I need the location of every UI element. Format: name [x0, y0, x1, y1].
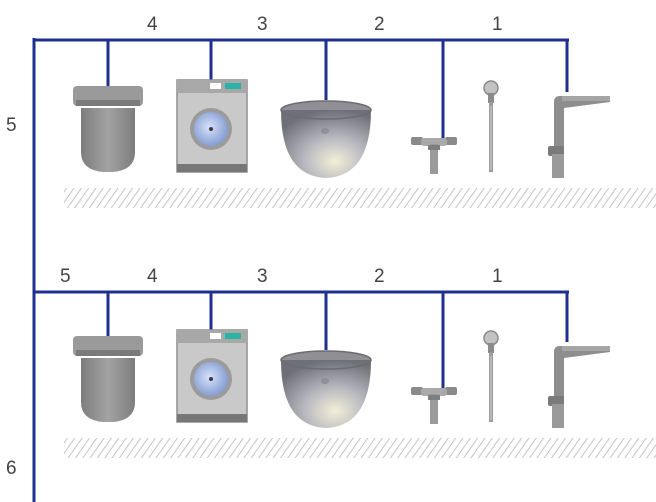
shower-mixer-icon — [411, 387, 457, 424]
washing-machine-icon — [176, 329, 248, 423]
riser-label: 5 — [6, 115, 17, 136]
segment-label: 2 — [374, 266, 385, 287]
segment-label: 2 — [374, 14, 385, 35]
segment-label: 5 — [60, 266, 71, 287]
floor-slab-lower — [64, 438, 656, 458]
segment-label: 1 — [492, 14, 503, 35]
toilet-icon — [73, 336, 143, 422]
segment-label: 1 — [492, 266, 503, 287]
washbasin-icon — [280, 100, 372, 179]
segment-label: 4 — [147, 14, 158, 35]
fixture-row-lower: 5 4 3 2 1 6 — [6, 266, 656, 479]
kitchen-faucet-icon — [548, 346, 610, 428]
toilet-icon — [73, 86, 143, 172]
segment-label: 4 — [147, 266, 158, 287]
hand-shower-icon — [483, 80, 499, 173]
fixture-row-upper: 4 3 2 1 5 — [6, 14, 656, 208]
segment-label: 3 — [257, 266, 268, 287]
segment-label: 3 — [257, 14, 268, 35]
washbasin-icon — [280, 350, 372, 429]
riser-label: 6 — [6, 458, 17, 479]
kitchen-faucet-icon — [548, 96, 610, 178]
floor-slab-upper — [64, 188, 656, 208]
washing-machine-icon — [176, 79, 248, 173]
hand-shower-icon — [483, 330, 499, 423]
shower-mixer-icon — [411, 137, 457, 174]
